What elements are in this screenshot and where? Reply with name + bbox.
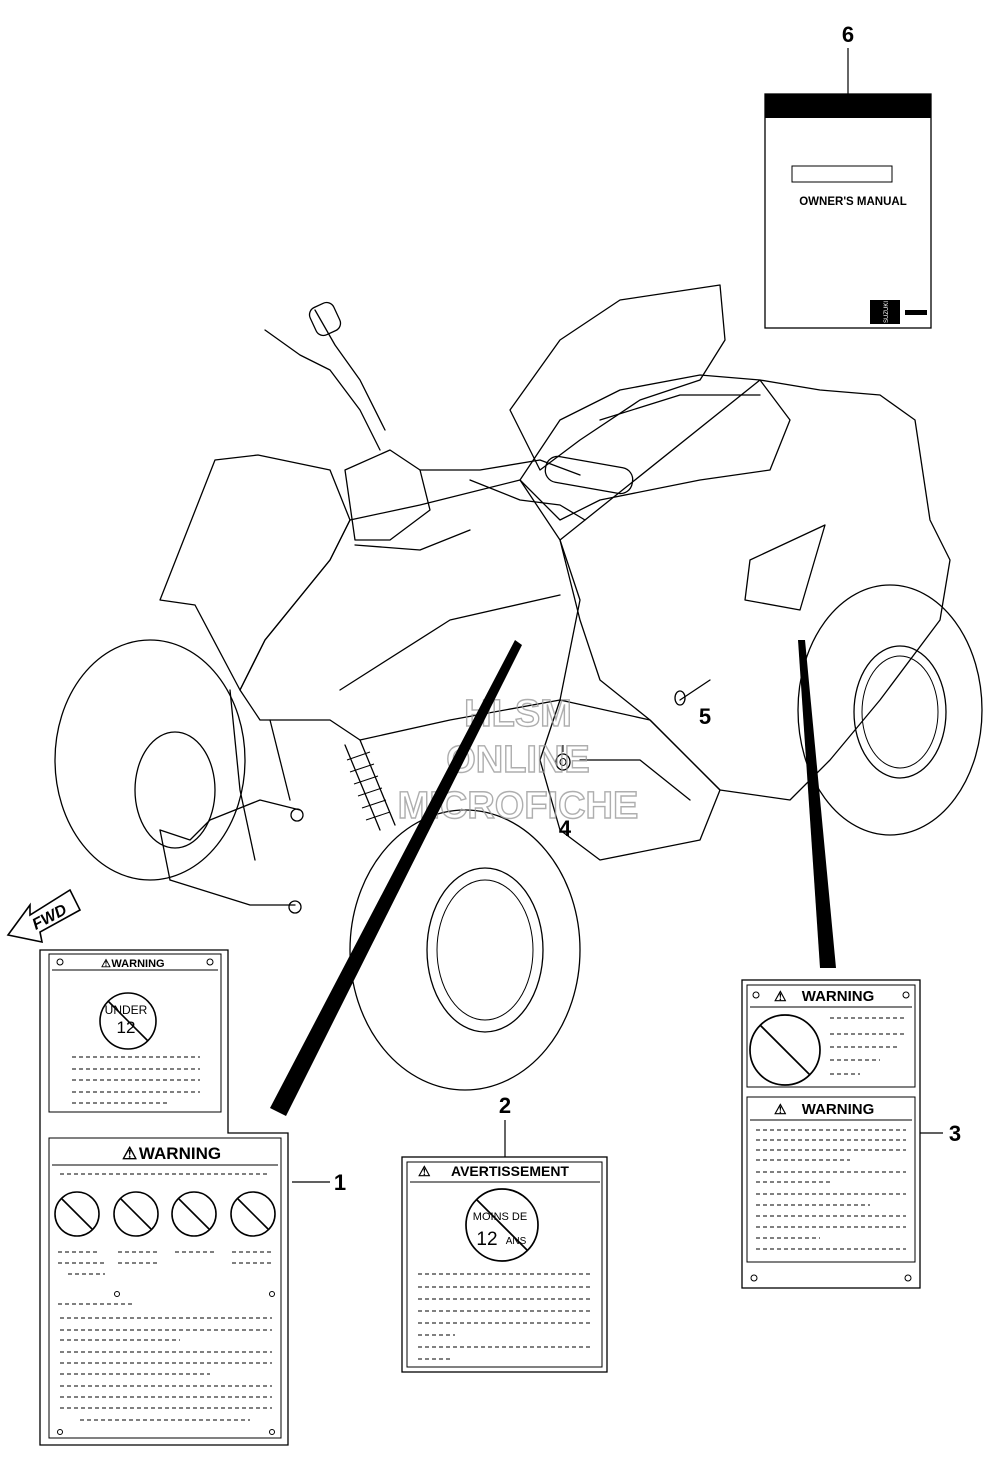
warning-triangle-icon-fr: ⚠ bbox=[418, 1163, 431, 1179]
callout-3: 3 bbox=[949, 1121, 961, 1146]
label2-moins-de: MOINS DE bbox=[473, 1211, 527, 1223]
warning-label-3: ⚠ WARNING ⚠ WARNING bbox=[741, 979, 921, 1289]
label1-warning-small: WARNING bbox=[111, 958, 164, 970]
label1-under-age: 12 bbox=[117, 1018, 136, 1037]
no-under-12-icon bbox=[99, 992, 157, 1050]
no-carry-passenger-icon bbox=[171, 1191, 217, 1237]
leader-wedge-3 bbox=[798, 640, 836, 968]
no-wheelie-icon bbox=[749, 1014, 821, 1086]
leader-wedge-1-2 bbox=[270, 640, 522, 1116]
callout-2: 2 bbox=[499, 1093, 511, 1118]
callout-1: 1 bbox=[334, 1170, 346, 1195]
label2-age: 12 bbox=[476, 1229, 497, 1250]
callout-4: 4 bbox=[559, 816, 572, 841]
callout-5: 5 bbox=[699, 704, 711, 729]
pin-part-5 bbox=[674, 679, 711, 706]
no-alcohol-icon bbox=[230, 1191, 276, 1237]
leader-lines bbox=[270, 48, 943, 1183]
callout-6: 6 bbox=[842, 22, 854, 47]
warning-triangle-icon: ⚠ bbox=[101, 958, 111, 970]
front-shock bbox=[344, 739, 396, 831]
fwd-arrow: FWD bbox=[6, 888, 82, 944]
warning-triangle-icon-large: ⚠ bbox=[122, 1144, 137, 1163]
warning-triangle-icon-3b: ⚠ bbox=[774, 1101, 787, 1117]
no-passenger-icon bbox=[54, 1191, 100, 1237]
warning-label-1: WARNING ⚠ UNDER 12 ⚠ WARNING bbox=[39, 949, 289, 1446]
warning-label-2: ⚠ AVERTISSEMENT MOINS DE 12 ANS bbox=[401, 1156, 608, 1373]
nut-part-4 bbox=[555, 753, 571, 771]
label3-warning-b: WARNING bbox=[802, 1101, 875, 1118]
manual-brand: SUZUKI bbox=[884, 301, 890, 323]
label3-warning-a: WARNING bbox=[802, 988, 875, 1005]
atv-drawing bbox=[54, 284, 983, 1091]
no-under-12-icon-fr bbox=[465, 1188, 539, 1262]
suzuki-logo-icon bbox=[870, 300, 900, 324]
owners-manual: OWNER'S MANUAL SUZUKI bbox=[764, 93, 932, 329]
label1-warning-large: WARNING bbox=[139, 1144, 221, 1163]
label1-under-text: UNDER bbox=[105, 1003, 148, 1017]
manual-title: OWNER'S MANUAL bbox=[799, 196, 907, 208]
no-paved-road-icon bbox=[113, 1191, 159, 1237]
label2-avertissement: AVERTISSEMENT bbox=[451, 1163, 569, 1179]
label2-ans: ANS bbox=[506, 1236, 527, 1247]
warning-triangle-icon-3a: ⚠ bbox=[774, 988, 787, 1004]
